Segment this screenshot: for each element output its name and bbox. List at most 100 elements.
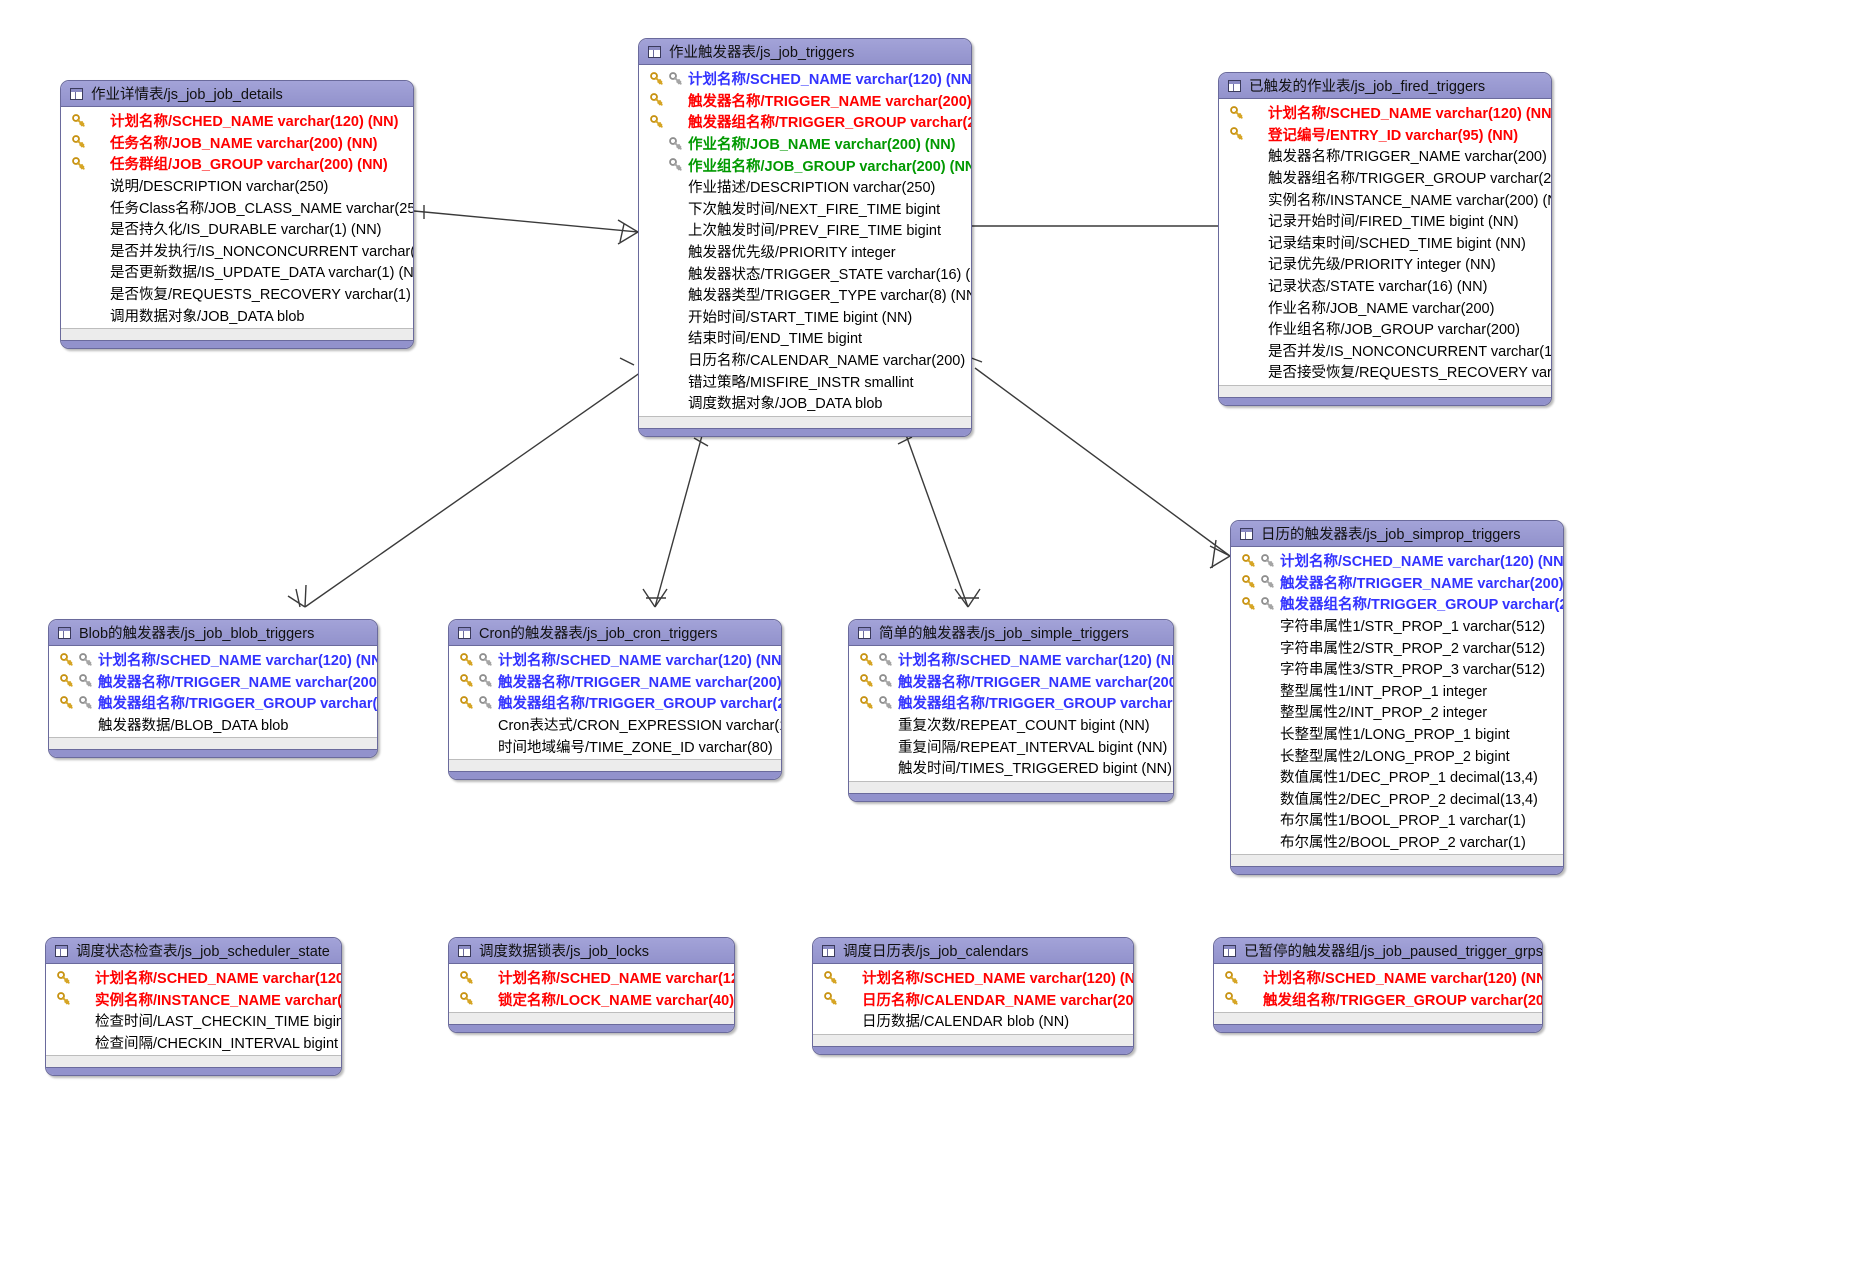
attribute-row[interactable]: 是否接受恢复/REQUESTS_RECOVERY varchar(1): [1219, 361, 1551, 383]
attribute-row[interactable]: 任务名称/JOB_NAME varchar(200) (NN): [61, 132, 413, 154]
attribute-row[interactable]: 锁定名称/LOCK_NAME varchar(40) (NN): [449, 989, 734, 1011]
entity-fired_triggers[interactable]: 已触发的作业表/js_job_fired_triggers 计划名称/SCHED…: [1218, 72, 1552, 406]
attribute-row[interactable]: 任务Class名称/JOB_CLASS_NAME varchar(250) (N…: [61, 196, 413, 218]
attribute-row[interactable]: 触发器名称/TRIGGER_NAME varchar(200) (NN): [449, 671, 781, 693]
entity-header-simple_triggers[interactable]: 简单的触发器表/js_job_simple_triggers: [849, 620, 1173, 646]
attribute-row[interactable]: 作业描述/DESCRIPTION varchar(250): [639, 176, 971, 198]
attribute-row[interactable]: 触发器名称/TRIGGER_NAME varchar(200) (NN): [49, 671, 377, 693]
attribute-row[interactable]: 记录状态/STATE varchar(16) (NN): [1219, 275, 1551, 297]
attribute-row[interactable]: 登记编号/ENTRY_ID varchar(95) (NN): [1219, 124, 1551, 146]
entity-job_triggers[interactable]: 作业触发器表/js_job_triggers 计划名称/SCHED_NAME v…: [638, 38, 972, 437]
attribute-row[interactable]: 布尔属性1/BOOL_PROP_1 varchar(1): [1231, 809, 1563, 831]
entity-header-blob_triggers[interactable]: Blob的触发器表/js_job_blob_triggers: [49, 620, 377, 646]
attribute-row[interactable]: 计划名称/SCHED_NAME varchar(120) (NN): [449, 967, 734, 989]
attribute-row[interactable]: 记录结束时间/SCHED_TIME bigint (NN): [1219, 232, 1551, 254]
entity-cron_triggers[interactable]: Cron的触发器表/js_job_cron_triggers 计划名称/SCHE…: [448, 619, 782, 780]
attribute-row[interactable]: 实例名称/INSTANCE_NAME varchar(200) (NN): [1219, 188, 1551, 210]
entity-calendars[interactable]: 调度日历表/js_job_calendars 计划名称/SCHED_NAME v…: [812, 937, 1134, 1055]
attribute-row[interactable]: 计划名称/SCHED_NAME varchar(120) (NN): [449, 649, 781, 671]
entity-scheduler_state[interactable]: 调度状态检查表/js_job_scheduler_state 计划名称/SCHE…: [45, 937, 342, 1077]
attribute-row[interactable]: 触发器类型/TRIGGER_TYPE varchar(8) (NN): [639, 284, 971, 306]
entity-header-job_details[interactable]: 作业详情表/js_job_job_details: [61, 81, 413, 107]
attribute-row[interactable]: 日历数据/CALENDAR blob (NN): [813, 1010, 1133, 1032]
entity-header-locks[interactable]: 调度数据锁表/js_job_locks: [449, 938, 734, 964]
attribute-row[interactable]: 计划名称/SCHED_NAME varchar(120) (NN): [1219, 102, 1551, 124]
attribute-row[interactable]: 调度数据对象/JOB_DATA blob: [639, 392, 971, 414]
attribute-row[interactable]: 触发器组名称/TRIGGER_GROUP varchar(200) (NN): [1219, 167, 1551, 189]
attribute-row[interactable]: 计划名称/SCHED_NAME varchar(120) (NN): [1214, 967, 1542, 989]
attribute-row[interactable]: 长整型属性1/LONG_PROP_1 bigint: [1231, 723, 1563, 745]
attribute-row[interactable]: 是否更新数据/IS_UPDATE_DATA varchar(1) (NN): [61, 261, 413, 283]
attribute-row[interactable]: 下次触发时间/NEXT_FIRE_TIME bigint: [639, 198, 971, 220]
attribute-row[interactable]: 计划名称/SCHED_NAME varchar(120) (NN): [61, 110, 413, 132]
attribute-row[interactable]: 作业组名称/JOB_GROUP varchar(200): [1219, 318, 1551, 340]
attribute-row[interactable]: 触发器状态/TRIGGER_STATE varchar(16) (NN): [639, 262, 971, 284]
attribute-row[interactable]: 字符串属性3/STR_PROP_3 varchar(512): [1231, 658, 1563, 680]
entity-simple_triggers[interactable]: 简单的触发器表/js_job_simple_triggers 计划名称/SCHE…: [848, 619, 1174, 802]
attribute-row[interactable]: 触发时间/TIMES_TRIGGERED bigint (NN): [849, 757, 1173, 779]
entity-locks[interactable]: 调度数据锁表/js_job_locks 计划名称/SCHED_NAME varc…: [448, 937, 735, 1034]
attribute-row[interactable]: 布尔属性2/BOOL_PROP_2 varchar(1): [1231, 831, 1563, 853]
attribute-row[interactable]: 调用数据对象/JOB_DATA blob: [61, 304, 413, 326]
attribute-row[interactable]: 触发器组名称/TRIGGER_GROUP varchar(200) (NN): [449, 692, 781, 714]
attribute-row[interactable]: 结束时间/END_TIME bigint: [639, 327, 971, 349]
attribute-row[interactable]: 说明/DESCRIPTION varchar(250): [61, 175, 413, 197]
entity-header-cron_triggers[interactable]: Cron的触发器表/js_job_cron_triggers: [449, 620, 781, 646]
attribute-row[interactable]: 作业组名称/JOB_GROUP varchar(200) (NN): [639, 154, 971, 176]
attribute-row[interactable]: 长整型属性2/LONG_PROP_2 bigint: [1231, 744, 1563, 766]
attribute-row[interactable]: 作业名称/JOB_NAME varchar(200) (NN): [639, 133, 971, 155]
attribute-row[interactable]: 记录开始时间/FIRED_TIME bigint (NN): [1219, 210, 1551, 232]
attribute-row[interactable]: 检查时间/LAST_CHECKIN_TIME bigint (NN): [46, 1010, 341, 1032]
attribute-row[interactable]: 日历名称/CALENDAR_NAME varchar(200) (NN): [813, 989, 1133, 1011]
attribute-row[interactable]: Cron表达式/CRON_EXPRESSION varchar(120) (NN…: [449, 714, 781, 736]
attribute-row[interactable]: 触发器组名称/TRIGGER_GROUP varchar(200) (NN): [1231, 593, 1563, 615]
entity-header-calendars[interactable]: 调度日历表/js_job_calendars: [813, 938, 1133, 964]
attribute-row[interactable]: 计划名称/SCHED_NAME varchar(120) (NN): [49, 649, 377, 671]
entity-header-scheduler_state[interactable]: 调度状态检查表/js_job_scheduler_state: [46, 938, 341, 964]
attribute-row[interactable]: 错过策略/MISFIRE_INSTR smallint: [639, 370, 971, 392]
attribute-row[interactable]: 整型属性2/INT_PROP_2 integer: [1231, 701, 1563, 723]
entity-paused_trigger_grps[interactable]: 已暂停的触发器组/js_job_paused_trigger_grps 计划名称…: [1213, 937, 1543, 1034]
attribute-row[interactable]: 字符串属性1/STR_PROP_1 varchar(512): [1231, 615, 1563, 637]
attribute-row[interactable]: 计划名称/SCHED_NAME varchar(120) (NN): [813, 967, 1133, 989]
attribute-row[interactable]: 开始时间/START_TIME bigint (NN): [639, 306, 971, 328]
attribute-row[interactable]: 触发器名称/TRIGGER_NAME varchar(200) (NN): [1219, 145, 1551, 167]
attribute-row[interactable]: 数值属性1/DEC_PROP_1 decimal(13,4): [1231, 766, 1563, 788]
attribute-row[interactable]: 重复次数/REPEAT_COUNT bigint (NN): [849, 714, 1173, 736]
attribute-row[interactable]: 上次触发时间/PREV_FIRE_TIME bigint: [639, 219, 971, 241]
entity-header-simprop_triggers[interactable]: 日历的触发器表/js_job_simprop_triggers: [1231, 521, 1563, 547]
attribute-row[interactable]: 字符串属性2/STR_PROP_2 varchar(512): [1231, 636, 1563, 658]
attribute-row[interactable]: 重复间隔/REPEAT_INTERVAL bigint (NN): [849, 735, 1173, 757]
attribute-row[interactable]: 作业名称/JOB_NAME varchar(200): [1219, 296, 1551, 318]
attribute-row[interactable]: 整型属性1/INT_PROP_1 integer: [1231, 680, 1563, 702]
attribute-row[interactable]: 计划名称/SCHED_NAME varchar(120) (NN): [849, 649, 1173, 671]
attribute-row[interactable]: 是否恢复/REQUESTS_RECOVERY varchar(1) (NN): [61, 283, 413, 305]
attribute-row[interactable]: 触发器组名称/TRIGGER_GROUP varchar(200) (NN): [849, 692, 1173, 714]
attribute-row[interactable]: 记录优先级/PRIORITY integer (NN): [1219, 253, 1551, 275]
attribute-row[interactable]: 时间地域编号/TIME_ZONE_ID varchar(80): [449, 735, 781, 757]
entity-header-job_triggers[interactable]: 作业触发器表/js_job_triggers: [639, 39, 971, 65]
attribute-row[interactable]: 触发器组名称/TRIGGER_GROUP varchar(200) (NN): [639, 111, 971, 133]
attribute-row[interactable]: 触发组名称/TRIGGER_GROUP varchar(200) (NN): [1214, 989, 1542, 1011]
attribute-row[interactable]: 触发器名称/TRIGGER_NAME varchar(200) (NN): [639, 90, 971, 112]
attribute-row[interactable]: 实例名称/INSTANCE_NAME varchar(200) (NN): [46, 989, 341, 1011]
attribute-row[interactable]: 数值属性2/DEC_PROP_2 decimal(13,4): [1231, 788, 1563, 810]
attribute-row[interactable]: 是否并发/IS_NONCONCURRENT varchar(1): [1219, 340, 1551, 362]
attribute-row[interactable]: 是否并发执行/IS_NONCONCURRENT varchar(1) (NN): [61, 240, 413, 262]
attribute-row[interactable]: 检查间隔/CHECKIN_INTERVAL bigint (NN): [46, 1032, 341, 1054]
entity-blob_triggers[interactable]: Blob的触发器表/js_job_blob_triggers 计划名称/SCHE…: [48, 619, 378, 759]
attribute-row[interactable]: 计划名称/SCHED_NAME varchar(120) (NN): [46, 967, 341, 989]
attribute-row[interactable]: 触发器名称/TRIGGER_NAME varchar(200) (NN): [849, 671, 1173, 693]
attribute-row[interactable]: 触发器名称/TRIGGER_NAME varchar(200) (NN): [1231, 572, 1563, 594]
attribute-row[interactable]: 计划名称/SCHED_NAME varchar(120) (NN): [639, 68, 971, 90]
attribute-row[interactable]: 触发器优先级/PRIORITY integer: [639, 241, 971, 263]
entity-header-paused_trigger_grps[interactable]: 已暂停的触发器组/js_job_paused_trigger_grps: [1214, 938, 1542, 964]
attribute-row[interactable]: 触发器数据/BLOB_DATA blob: [49, 714, 377, 736]
attribute-row[interactable]: 日历名称/CALENDAR_NAME varchar(200): [639, 349, 971, 371]
entity-job_details[interactable]: 作业详情表/js_job_job_details 计划名称/SCHED_NAME…: [60, 80, 414, 349]
attribute-row[interactable]: 计划名称/SCHED_NAME varchar(120) (NN): [1231, 550, 1563, 572]
attribute-row[interactable]: 任务群组/JOB_GROUP varchar(200) (NN): [61, 153, 413, 175]
attribute-row[interactable]: 触发器组名称/TRIGGER_GROUP varchar(200) (NN): [49, 692, 377, 714]
attribute-row[interactable]: 是否持久化/IS_DURABLE varchar(1) (NN): [61, 218, 413, 240]
entity-simprop_triggers[interactable]: 日历的触发器表/js_job_simprop_triggers 计划名称/SCH…: [1230, 520, 1564, 876]
